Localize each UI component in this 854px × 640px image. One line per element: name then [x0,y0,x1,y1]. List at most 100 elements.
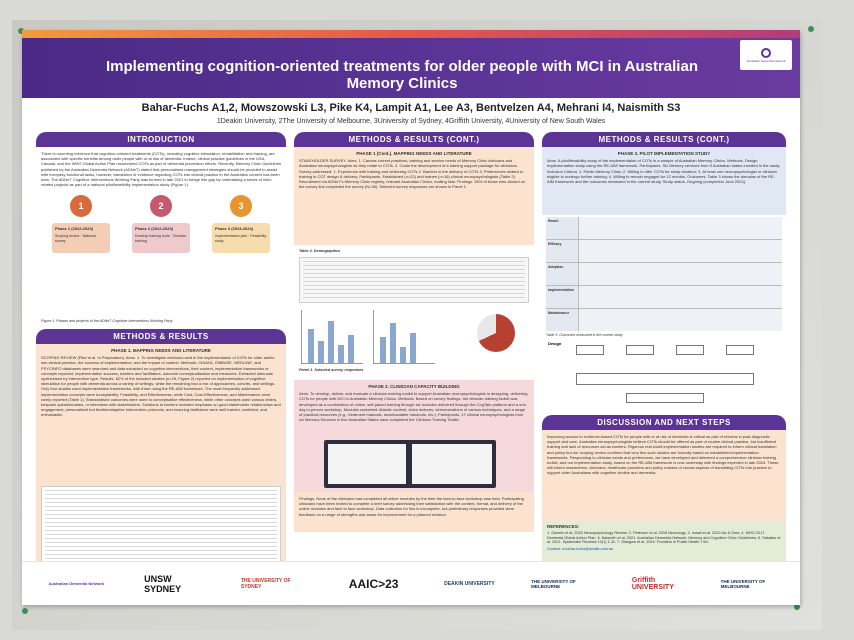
table-1-rows [45,490,277,568]
references-title: REFERENCES: [547,524,580,529]
phase-cards: Phase 1 (2022-2023) Scoping review · Nat… [41,223,281,254]
bar-chart-a-bar [328,321,334,364]
table-2-caption: Table 2. Demographics [299,249,341,253]
poster-authors: Bahar-Fuchs A1,2, Mowszowski L3, Pike K4… [141,102,681,114]
phase-3-items: Implementation pilot · Feasibility study [215,233,267,243]
methods-results-section: METHODS & RESULTS PHASE 1. MAPPING NEEDS… [36,329,286,580]
contact-email[interactable]: Contact: a.bahar-fuchs@deakin.edu.au [547,547,614,552]
phase-1-title: PHASE 1. MAPPING NEEDS AND LITERATURE [111,348,211,353]
phase-2-circle: 2 [150,195,172,218]
table-2-demographics [299,257,529,304]
flow-node [576,345,604,355]
toolkit-screenshots [324,440,496,488]
poster-affiliations: 1Deakin University, 2The University of M… [216,118,606,125]
phase-3-title: PHASE 3. PILOT IMPLEMENTATION STUDY [617,151,711,156]
phase-3-circle: 3 [230,195,252,218]
phase-2-findings-box: Findings. None of the clinicians had com… [294,492,534,532]
phase-2-title: PHASE 2. CLINICIAN CAPACITY BUILDING [368,384,460,389]
flow-node [626,345,654,355]
bar-chart-b-bar [380,337,386,364]
phase-2-findings-text: Findings. None of the clinicians had com… [299,496,524,517]
re-aim-table: Reach Efficacy Adoption Implementation M… [546,217,782,331]
sponsor-logo: AAIC>23 [348,576,399,591]
bar-chart-b-bar [400,347,406,364]
table-1-implementation [41,486,281,572]
phase-1-cont-title: PHASE 1 (Cont.). MAPPING NEEDS AND LITER… [356,151,472,156]
phase-3-label: Phase 3 (2023-2024) [215,226,254,232]
header-accent-stripe [22,30,800,38]
figure-1-caption: Figure 1. Phases and projects of the ADN… [41,319,173,323]
bar-chart-b-bar [410,333,416,364]
methods-cont-2-heading: METHODS & RESULTS (CONT.) [542,132,786,147]
phase-3-text: Aims. A pilot/feasibility study of the i… [547,158,781,185]
phase-2-text: Aims. To develop, deliver, and evaluate … [299,391,528,423]
re-aim-row-label: Maintenance [546,309,578,331]
sponsor-logo: Australian Dementia Network [48,581,105,586]
flow-node [626,393,704,403]
introduction-heading: INTRODUCTION [36,132,286,147]
poster: Australian Dementia Network Implementing… [22,30,800,605]
stakeholder-survey-text: STAKEHOLDER SURVEY. Aims. 1. Canvas curr… [299,158,526,190]
poster-title: Implementing cognition-oriented treatmen… [106,58,698,92]
phase-1-circle: 1 [70,195,92,218]
pin-bottom-right [794,604,800,610]
scoping-review-text: SCOPING REVIEW (Pike et al. In Preparati… [41,355,281,418]
sponsor-logo: THE UNIVERSITY OF SYDNEY [240,577,291,590]
column-left: INTRODUCTION There is mounting evidence … [36,132,286,580]
panel-1-charts [299,306,529,369]
toolkit-screenshot-b [412,444,492,484]
sponsor-logo: UNSW SYDNEY [144,573,182,594]
table-3-caption: Table 3. Outcomes measured in the curren… [546,333,623,337]
panel-1-caption: Panel 1. Selected survey responses [299,368,364,373]
bar-chart-a-bar [318,341,324,364]
references-text: 1. Gavelin et al. 2020 Neuropsychology R… [547,530,781,545]
sponsor-logo: THE UNIVERSITY OF MELBOURNE [531,578,576,589]
bar-chart-b-bar [390,323,396,364]
adnet-logo-text: Australian Dementia Network [746,58,786,63]
design-flow-diagram: Design [546,339,782,409]
bar-chart-a [301,310,363,365]
re-aim-row-cell [579,240,782,262]
introduction-section: INTRODUCTION There is mounting evidence … [36,132,286,325]
flow-node [576,373,754,385]
table-2-rows [303,261,525,300]
survey-figures: Table 2. Demographics [294,245,534,377]
discussion-body: Improving access to evidence-based COTs … [542,430,786,522]
phase-2-items: Develop training tools · Clinician train… [135,233,187,243]
flow-node [676,345,704,355]
phase-circles: 1 2 3 [41,195,281,218]
re-aim-row-cell [579,309,782,331]
header-band [22,38,800,98]
re-aim-row-label: Implementation [546,286,578,308]
phase-2-card: Phase 2 (2022-2023) Develop training too… [132,223,190,254]
re-aim-row-cell [579,217,782,239]
bar-chart-a-bar [308,329,314,364]
introduction-text: There is mounting evidence that cognitio… [41,151,281,188]
pin-top-left [18,28,24,34]
methods-results-heading: METHODS & RESULTS [36,329,286,344]
re-aim-row-label: Reach [546,217,578,239]
discussion-text: Improving access to evidence-based COTs … [547,434,779,476]
phase-2-box: PHASE 2. CLINICIAN CAPACITY BUILDING Aim… [294,380,534,492]
column-middle: METHODS & RESULTS (CONT.) PHASE 1 (Cont.… [294,132,534,532]
toolkit-screenshot-a [328,444,406,484]
re-aim-row-cell [579,263,782,285]
introduction-body: There is mounting evidence that cognitio… [36,147,286,317]
sponsor-logo: DEAKIN UNIVERSITY [444,580,495,587]
re-aim-row-label: Adoption [546,263,578,285]
discussion-heading: DISCUSSION AND NEXT STEPS [542,415,786,430]
column-right: METHODS & RESULTS (CONT.) PHASE 3. PILOT… [542,132,786,580]
bar-chart-a-bar [348,335,354,364]
sponsor-logo: THE UNIVERSITY OF MELBOURNE [720,578,766,589]
pie-chart [477,314,515,353]
phase-2-label: Phase 2 (2022-2023) [135,226,174,232]
methods-cont-heading: METHODS & RESULTS (CONT.) [294,132,534,147]
bar-chart-b [373,310,435,365]
phase-3-box: PHASE 3. PILOT IMPLEMENTATION STUDY Aims… [542,147,786,215]
poster-header: Australian Dementia Network Implementing… [22,30,800,130]
sponsor-logo: Griffith UNIVERSITY [631,576,674,591]
flow-node [726,345,754,355]
adnet-logo-icon [761,47,771,58]
design-label: Design [548,341,562,346]
stakeholder-survey-box: PHASE 1 (Cont.). MAPPING NEEDS AND LITER… [294,147,534,245]
